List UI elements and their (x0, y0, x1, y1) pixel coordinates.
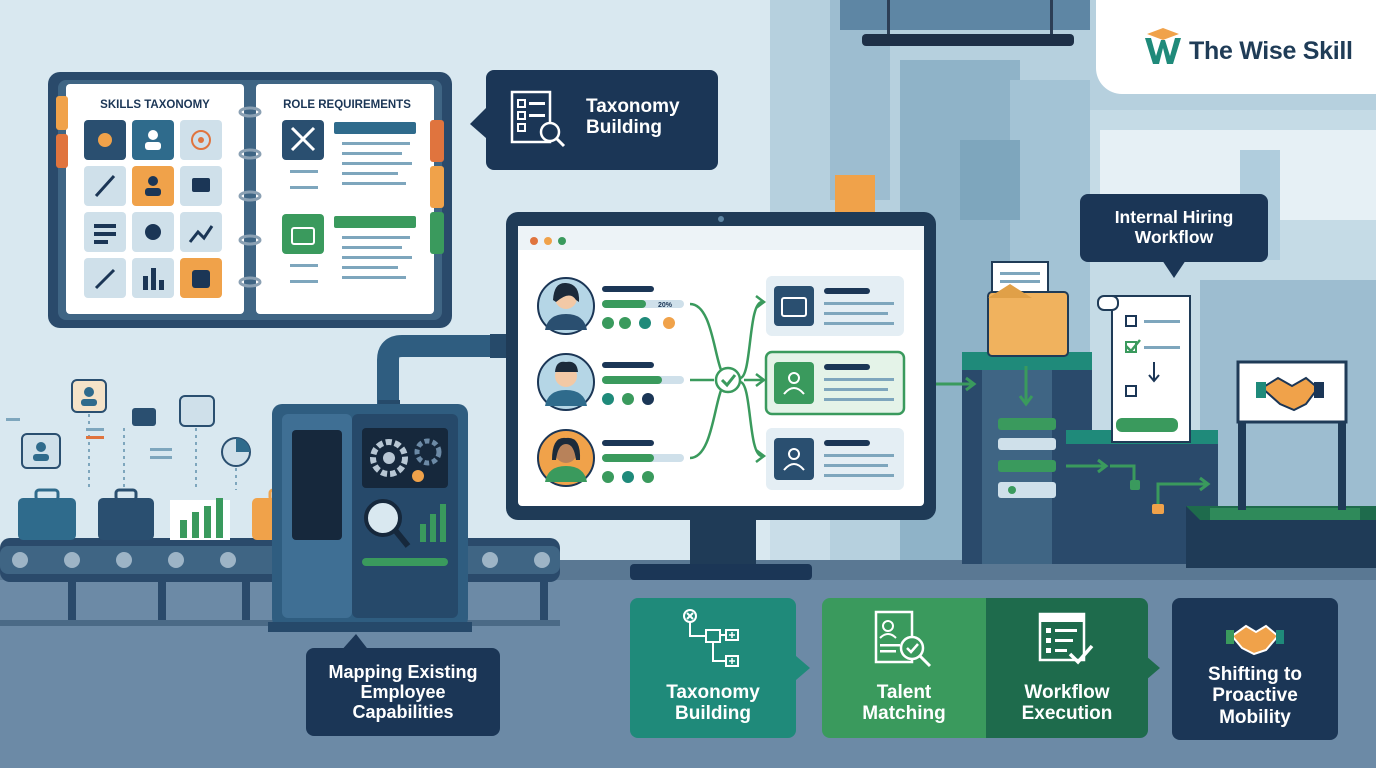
stage-card-proactive-mobility: Shifting to Proactive Mobility (1172, 598, 1338, 740)
mapping-capabilities-callout: Mapping Existing Employee Capabilities (306, 648, 500, 736)
mapping-callout-line3: Capabilities (352, 702, 454, 723)
handshake-icon (1226, 624, 1284, 656)
floating-skill-icons (6, 379, 251, 490)
handshake-icon (1256, 376, 1324, 412)
stage-label-line3: Mobility (1219, 706, 1291, 728)
mapping-machine (268, 334, 506, 632)
brand-name: The Wise Skill (1189, 37, 1353, 65)
briefcase-icon (18, 488, 310, 540)
folder-icon (987, 261, 1069, 357)
stage-label-line1: Talent (876, 682, 932, 703)
internal-hiring-callout: Internal Hiring Workflow (1080, 194, 1268, 262)
hiring-callout-line2: Workflow (1134, 227, 1214, 247)
flowchart-icon (683, 609, 739, 667)
match-percent-label: 20% (658, 302, 673, 309)
stage-label-line2: Proactive (1212, 685, 1298, 707)
stage-card-talent-matching: Talent Matching (822, 598, 986, 738)
checklist-icon (1038, 612, 1094, 665)
workflow-machinery (962, 352, 1376, 568)
skills-binder: SKILLS TAXONOMY ROLE REQUIREMENTS (48, 72, 452, 328)
stage-label-line2: Building (675, 703, 751, 725)
mapping-callout-line2: Employee (360, 681, 446, 702)
stage-card-taxonomy-building: Taxonomy Building (630, 598, 796, 738)
ceiling-lamp (862, 34, 1074, 46)
bar-chart-icon (170, 498, 230, 540)
stage-label-line1: Workflow (1024, 682, 1110, 703)
stage-label-line1: Shifting to (1208, 664, 1302, 685)
candidate-avatar (537, 277, 595, 487)
stage-card-workflow-execution: Workflow Execution (986, 598, 1148, 738)
binder-left-title: SKILLS TAXONOMY (100, 99, 210, 111)
checklist-search-icon (510, 90, 566, 148)
hiring-callout-line1: Internal Hiring (1114, 207, 1234, 228)
stage-label-line1: Taxonomy (666, 682, 760, 703)
logo-panel (1096, 0, 1376, 94)
taxonomy-building-callout: Taxonomy Building (486, 70, 718, 170)
workflow-arrows (936, 366, 1211, 508)
mapping-callout-line1: Mapping Existing (328, 661, 478, 682)
taxonomy-callout-line2: Building (586, 117, 662, 139)
role-card (764, 276, 906, 490)
w-logo-icon (1145, 28, 1181, 64)
stage-label-line2: Matching (862, 703, 946, 725)
candidate-skill-bars: 20% (602, 286, 684, 483)
binder-right-title: ROLE REQUIREMENTS (283, 99, 411, 111)
profile-search-icon (874, 610, 932, 668)
match-check-icon (714, 366, 742, 394)
taxonomy-callout-line1: Taxonomy (586, 96, 680, 117)
stage-label-line2: Execution (1021, 703, 1113, 725)
checklist-document-icon (1097, 295, 1191, 443)
skill-tile-grid (84, 120, 222, 298)
